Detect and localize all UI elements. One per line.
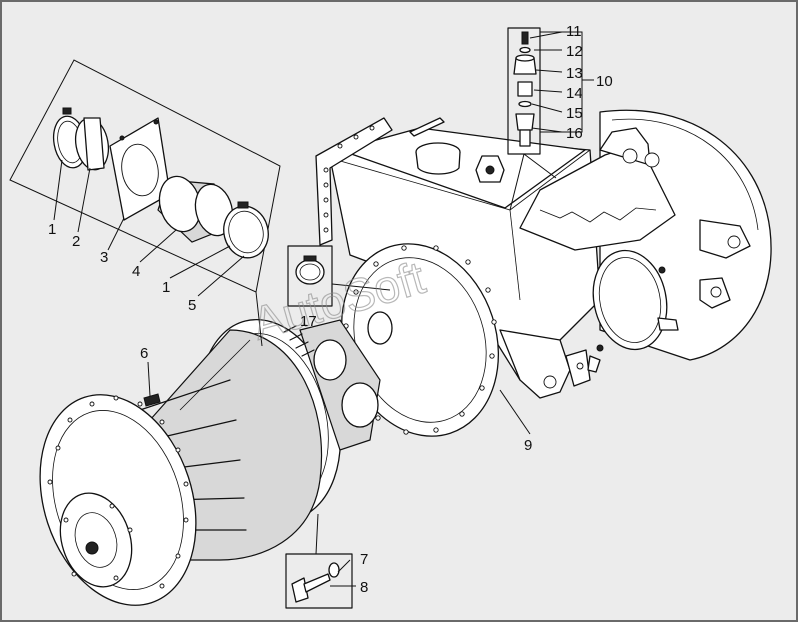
leader-lines	[53, 31, 563, 587]
kit-leader-to-hub	[255, 291, 263, 347]
axle-housing	[315, 109, 772, 437]
callout-1-second: 1	[162, 279, 170, 296]
callout-12: 12	[566, 43, 583, 60]
callout-7: 7	[360, 551, 368, 568]
callout-13: 13	[566, 65, 583, 82]
callout-5: 5	[188, 297, 196, 314]
callout-2: 2	[72, 233, 80, 250]
final-drive-hub	[39, 319, 381, 606]
callout-17: 17	[300, 313, 317, 330]
callout-3: 3	[100, 249, 108, 266]
bolt-washer	[291, 562, 340, 603]
box-17	[287, 245, 333, 307]
kit-outline-1-5	[9, 59, 281, 293]
leader-10	[509, 153, 557, 211]
hub-flange-holes	[47, 395, 189, 589]
callout-11: 11	[566, 23, 582, 40]
callout-14: 14	[566, 85, 583, 102]
callout-10: 10	[596, 73, 613, 90]
vent-assembly	[513, 31, 537, 147]
callout-1: 1	[48, 221, 56, 238]
leader-17	[331, 283, 391, 291]
callout-9: 9	[524, 437, 532, 454]
callout-8: 8	[360, 579, 368, 596]
box-7-8	[285, 553, 353, 609]
callout-6: 6	[140, 345, 148, 362]
callout-15: 15	[566, 105, 583, 122]
callout-4: 4	[132, 263, 140, 280]
callout-16: 16	[566, 125, 583, 142]
clamp-17	[295, 255, 325, 285]
hose-kit	[52, 107, 269, 259]
leader-7-8	[315, 513, 319, 555]
callout-labels: 1 2 3 4 1 5 6 7 8 9 10 11 12 13 14 15 16…	[48, 23, 613, 596]
